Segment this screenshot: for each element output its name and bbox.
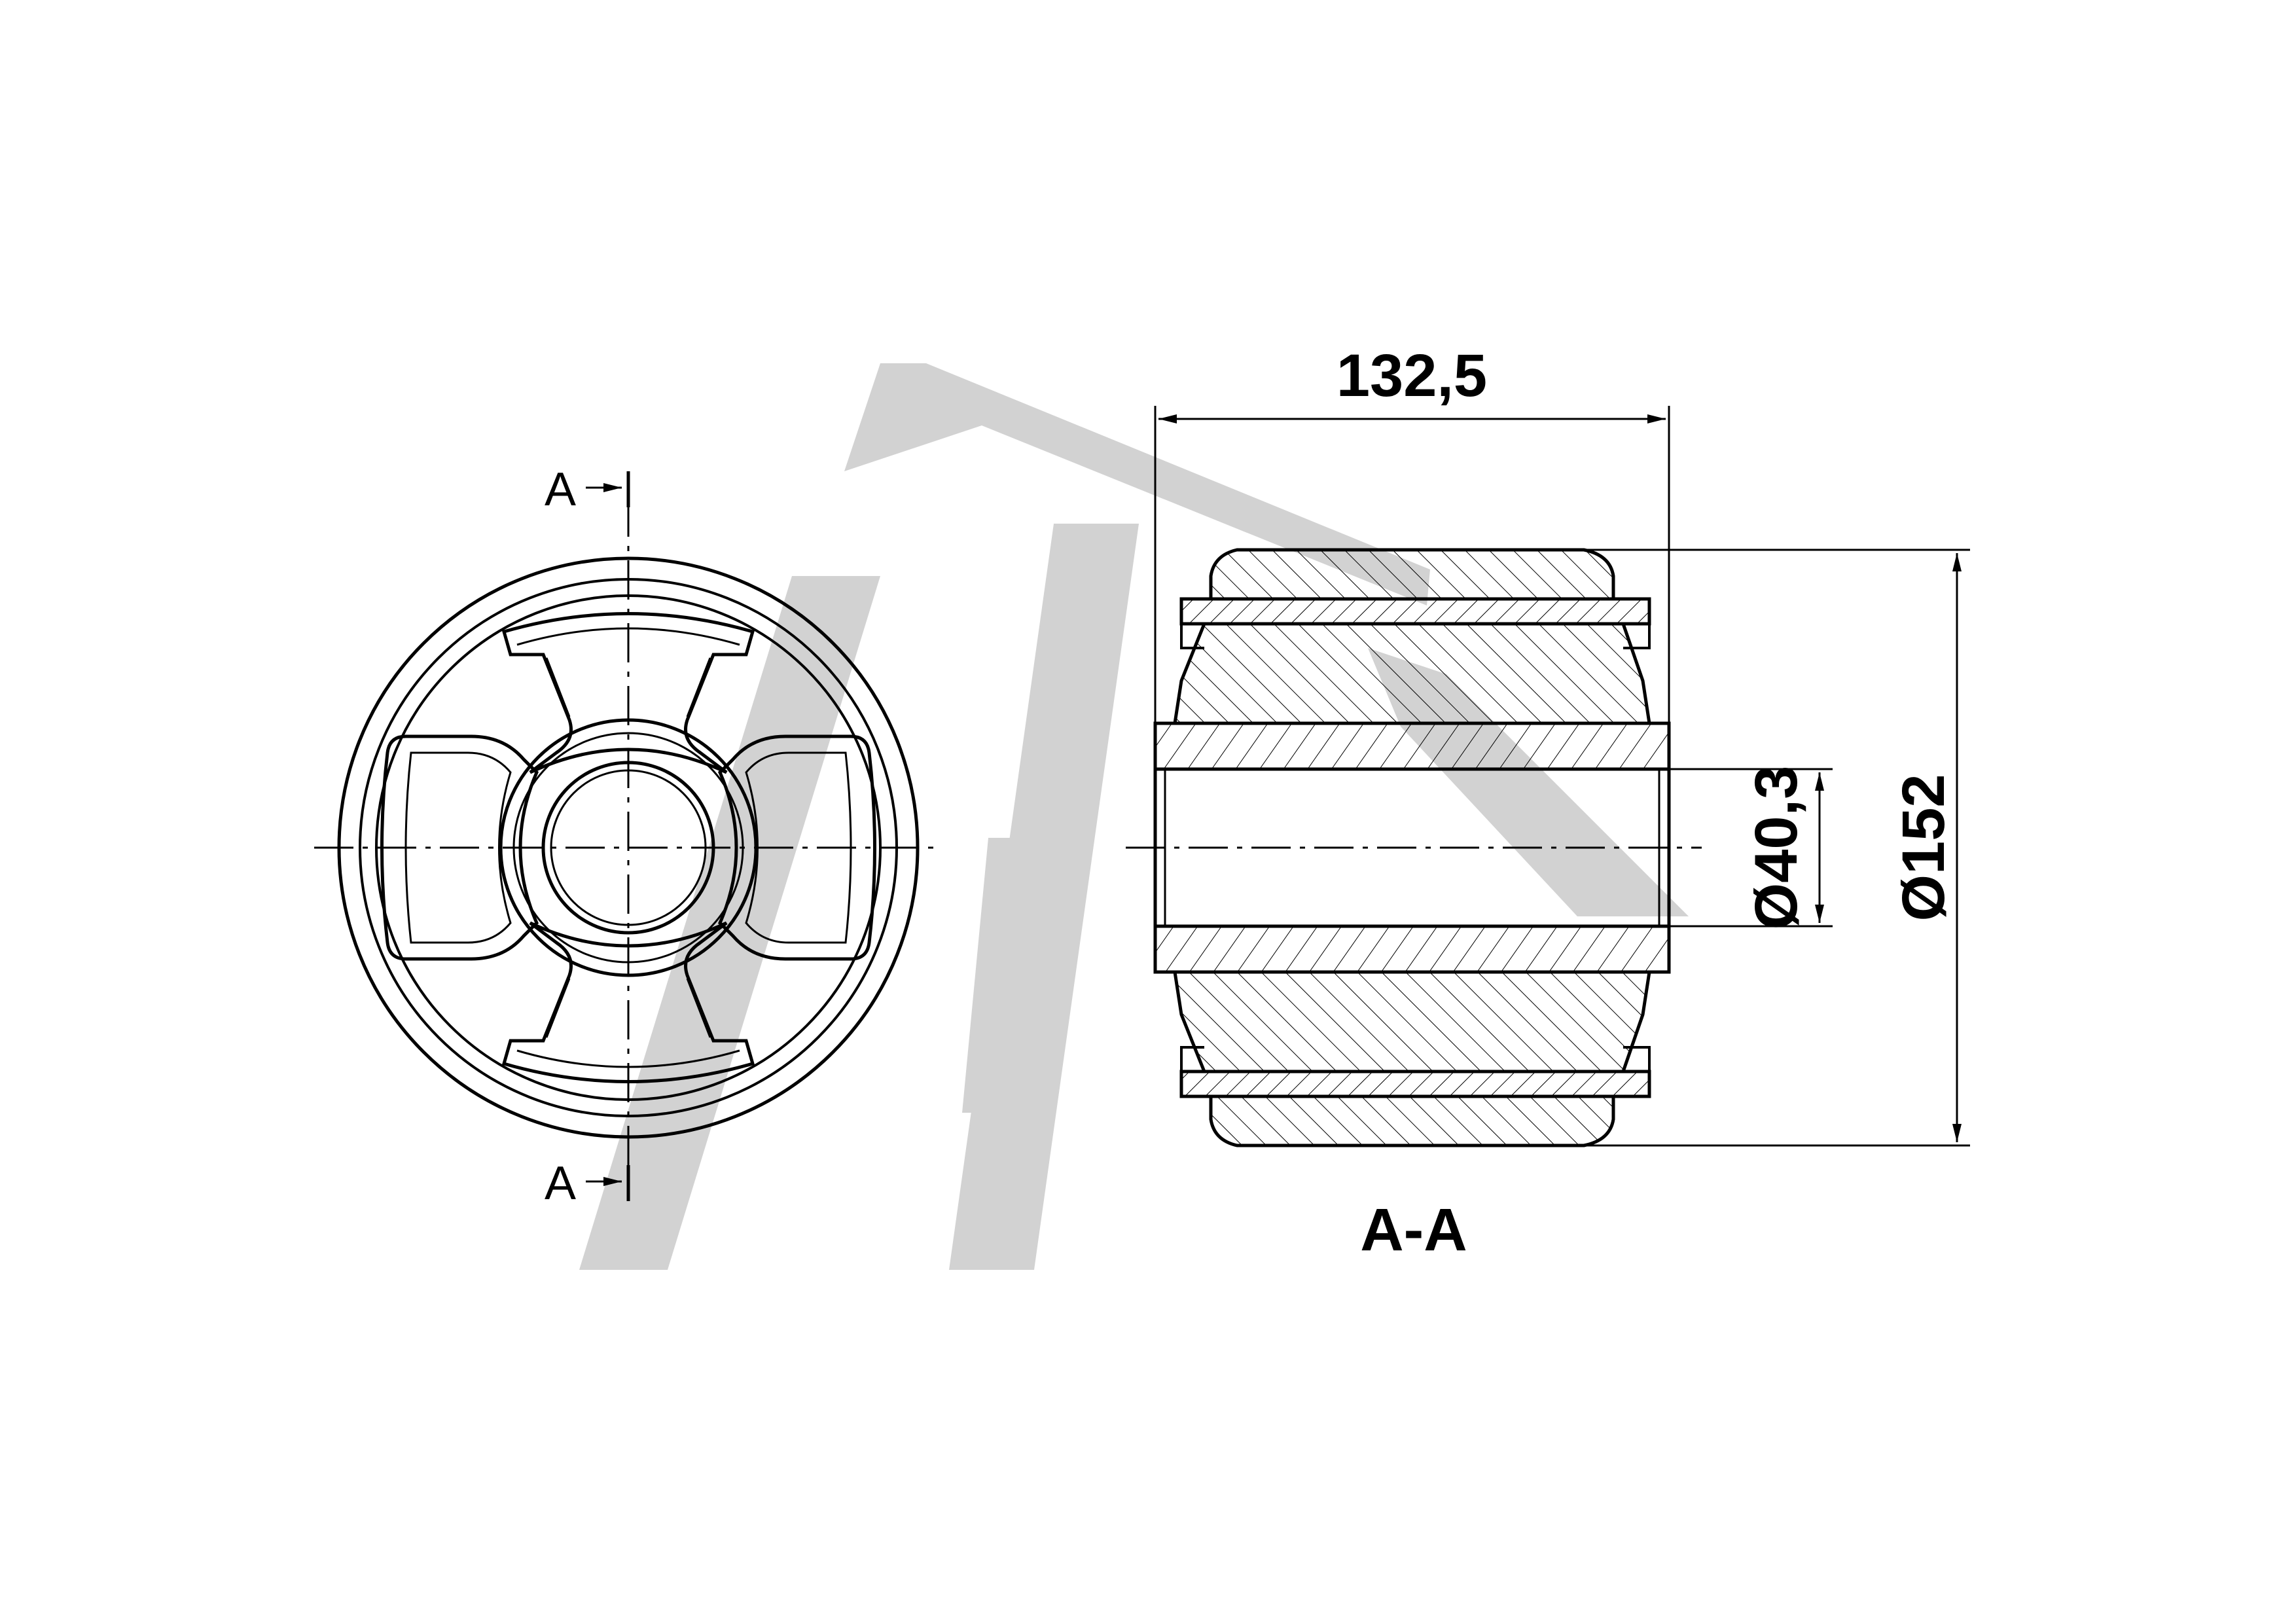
section-marker-bottom: A (545, 1157, 630, 1210)
front-centerlines (314, 497, 942, 1198)
dim-width (1154, 406, 1670, 723)
bottom-inner-tube (1153, 924, 1671, 974)
top-segment (501, 612, 755, 774)
top-flange (1179, 597, 1651, 626)
section-view (1153, 548, 1671, 1147)
top-inner-tube (1153, 721, 1671, 771)
top-outer-sleeve (1209, 548, 1615, 601)
bottom-segment (501, 921, 755, 1083)
dim-bore-diameter (1669, 768, 1833, 928)
bottom-outer-sleeve (1209, 1094, 1615, 1147)
section-letter-top: A (545, 463, 576, 516)
bottom-rubber (1173, 970, 1651, 1073)
right-pocket (718, 734, 876, 961)
top-rubber (1173, 622, 1651, 725)
section-letter-bottom: A (545, 1157, 576, 1210)
dim-bore-diameter-label: Ø40,3 (1743, 766, 1810, 930)
section-marker-top: A (545, 463, 630, 516)
left-pocket (380, 734, 539, 961)
dim-outer-diameter (1584, 549, 1970, 1147)
section-view-label: A-A (1360, 1197, 1467, 1263)
dim-outer-diameter-label: Ø152 (1890, 774, 1957, 921)
dim-width-label: 132,5 (1336, 342, 1487, 409)
bottom-flange (1179, 1070, 1651, 1098)
